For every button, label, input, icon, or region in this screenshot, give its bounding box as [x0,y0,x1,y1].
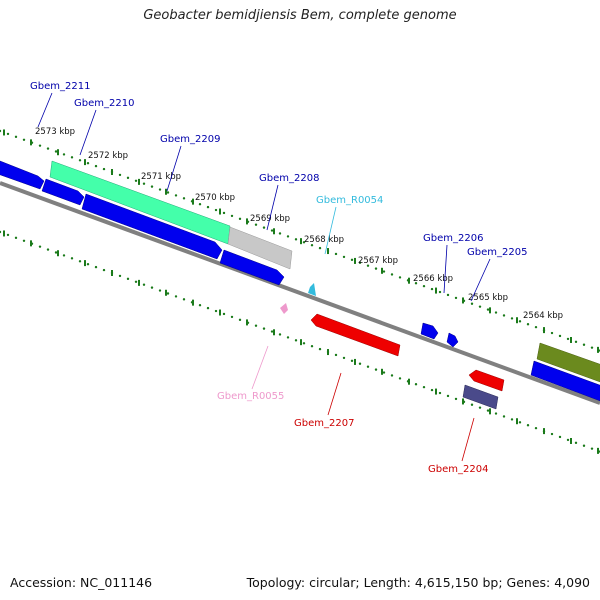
leader-line [37,92,53,128]
feature-cds-2209b[interactable] [81,193,223,260]
features-layer [0,159,600,410]
tick-label: 2567 kbp [358,256,398,266]
feature-cds-2208[interactable] [227,226,293,270]
leader-line [79,109,97,156]
accession-text: Accession: NC_011146 [10,575,153,590]
map-title: Geobacter bemidjiensis Bem, complete gen… [143,8,457,23]
feature-rna-r0055[interactable] [280,303,288,314]
topology-text: Topology: circular; Length: 4,615,150 bp… [246,575,590,590]
leader-line [324,206,337,255]
gene-label[interactable]: Gbem_2204 [428,464,488,475]
gene-label[interactable]: Gbem_2207 [294,418,354,429]
gene-label[interactable]: Gbem_R0054 [316,195,383,206]
leader-line [251,345,269,390]
feature-cds-2207[interactable] [310,313,401,357]
gene-label[interactable]: Gbem_2206 [423,233,483,244]
tick-label: 2573 kbp [35,127,75,137]
feature-cds-blue-right[interactable] [530,360,600,402]
leader-line [443,244,448,294]
tick-label: 2570 kbp [195,193,235,203]
leader-line [327,372,342,416]
leader-line [461,417,475,462]
tick-label: 2572 kbp [88,151,128,161]
tick-label: 2565 kbp [468,293,508,303]
tick-dots-layer [0,129,600,454]
feature-cds-slate[interactable] [462,384,499,410]
gene-label[interactable]: Gbem_2211 [30,81,90,92]
feature-rna-r0054[interactable] [308,283,316,296]
feature-cds-2208b[interactable] [219,249,285,286]
gene-label[interactable]: Gbem_2205 [467,247,527,258]
backbone-line [0,181,600,405]
gene-labels-layer: Gbem_2211Gbem_2210Gbem_2209Gbem_2208Gbem… [30,81,527,475]
feature-cds-2211[interactable] [0,159,45,190]
feature-cds-2210[interactable] [41,178,85,206]
gene-label[interactable]: Gbem_R0055 [217,391,284,402]
upper-tick-track [0,129,600,353]
feature-cds-olive[interactable] [536,342,600,383]
leader-line [470,258,491,302]
tick-label: 2564 kbp [523,311,563,321]
tick-label: 2571 kbp [141,172,181,182]
feature-cds-2206[interactable] [420,322,439,340]
leader-line [166,145,182,192]
gene-label[interactable]: Gbem_2209 [160,134,220,145]
tick-label: 2566 kbp [413,274,453,284]
feature-cds-2205[interactable] [446,332,459,348]
tick-label: 2568 kbp [304,235,344,245]
lower-tick-track [0,230,600,454]
gene-label[interactable]: Gbem_2208 [259,173,319,184]
leader-line [266,184,279,231]
gene-label[interactable]: Gbem_2210 [74,98,134,109]
feature-cds-2204[interactable] [468,369,505,392]
